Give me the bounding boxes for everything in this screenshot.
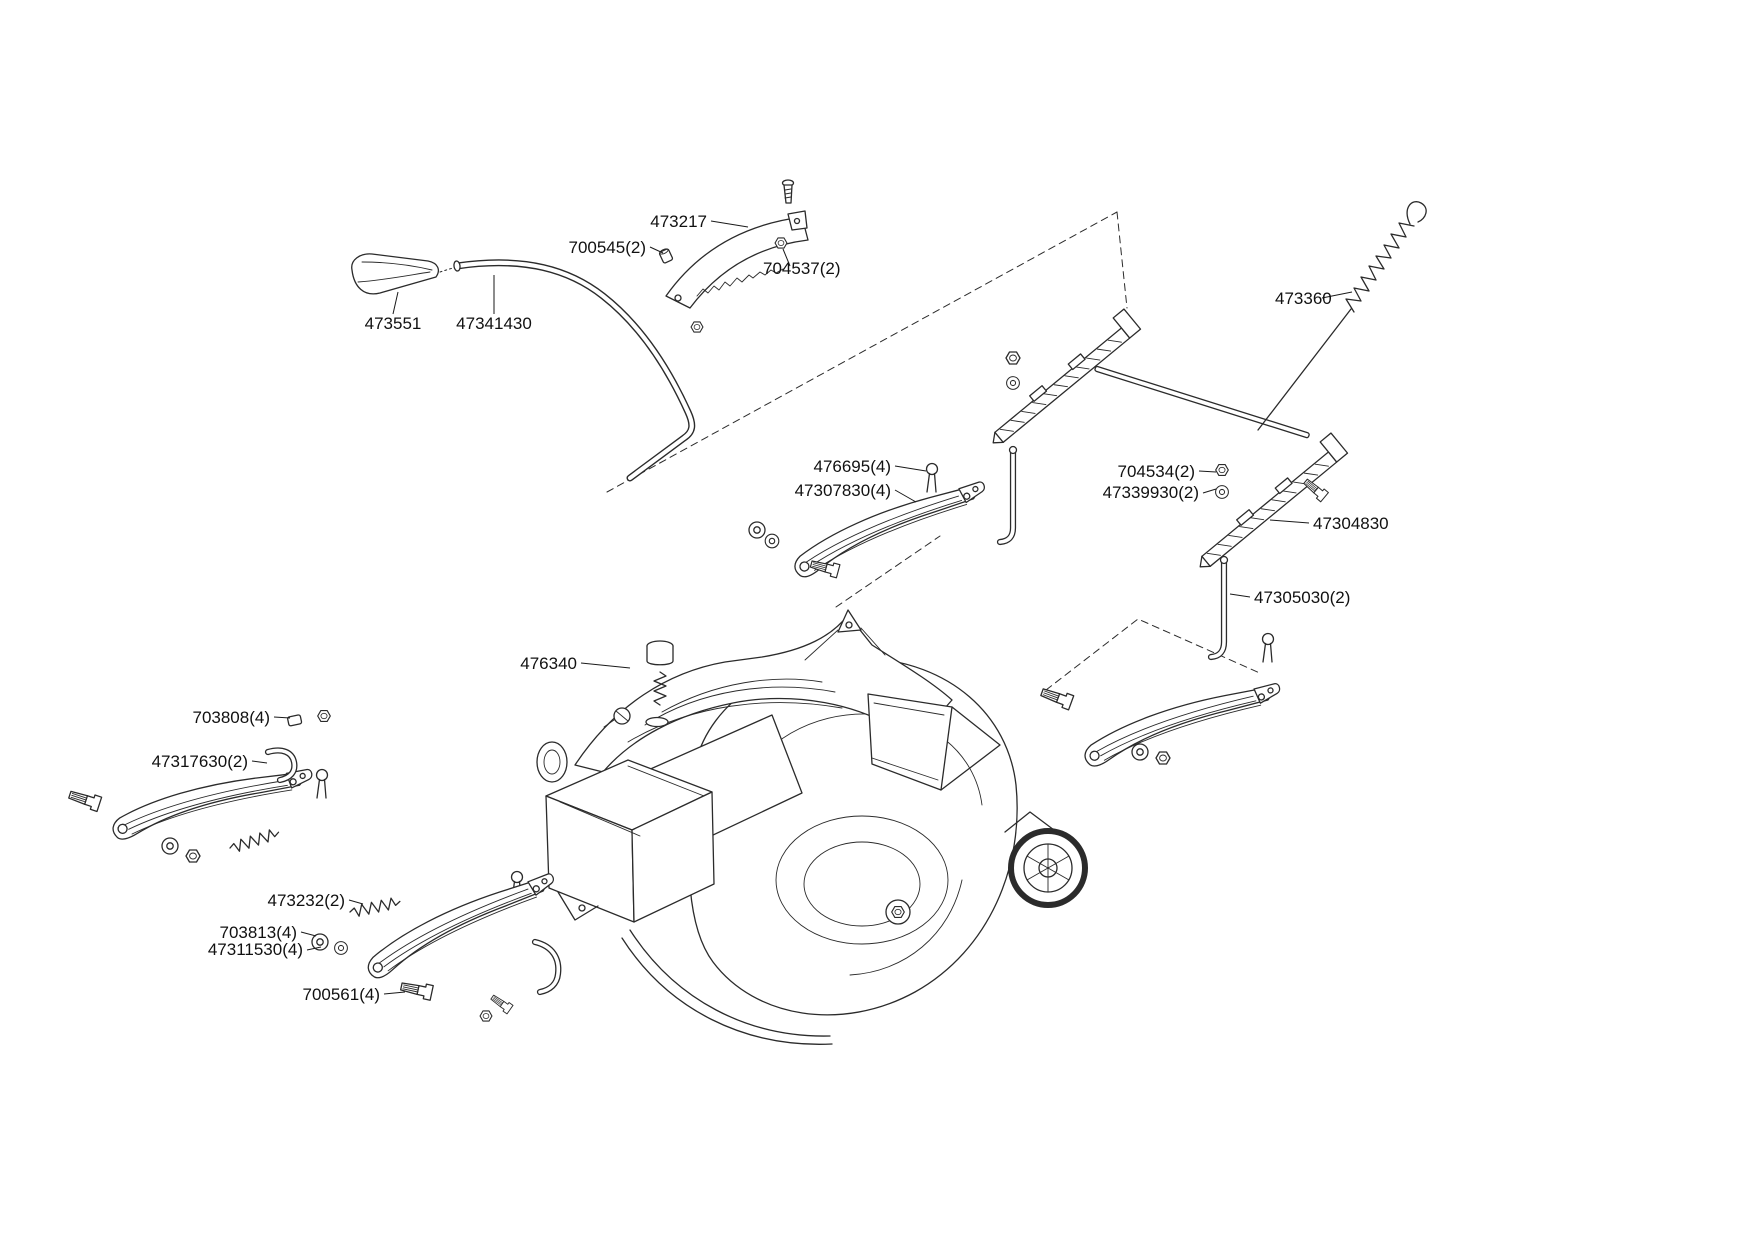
part-label-473217: 473217 xyxy=(650,212,707,231)
screw xyxy=(781,179,795,204)
part-label-704537: 704537(2) xyxy=(763,259,841,278)
bolt xyxy=(1038,684,1075,711)
handle-grip-473551 xyxy=(351,253,457,295)
part-label-473232: 473232(2) xyxy=(267,891,345,910)
washer xyxy=(334,941,348,955)
arm-bottom-47311530 xyxy=(311,872,568,1022)
washer xyxy=(1131,743,1149,761)
fitting-703808 xyxy=(317,710,331,722)
sector-bracket-473217 xyxy=(658,179,809,333)
part-label-47341430: 47341430 xyxy=(456,314,532,333)
nut xyxy=(1005,351,1021,365)
part-label-476695: 476695(4) xyxy=(813,457,891,476)
part-label-47304830: 47304830 xyxy=(1313,514,1389,533)
cotter-pin xyxy=(1261,632,1275,663)
bolt-700561 xyxy=(399,978,434,1001)
spring-473232 xyxy=(348,895,402,919)
lift-rod-lower-47305030 xyxy=(1207,555,1229,661)
part-label-703808: 703808(4) xyxy=(192,708,270,727)
part-label-47305030: 47305030(2) xyxy=(1254,588,1350,607)
part-label-704534: 704534(2) xyxy=(1117,462,1195,481)
nut xyxy=(185,849,201,863)
part-label-473551: 473551 xyxy=(365,314,422,333)
arm-right xyxy=(1038,682,1288,768)
filler-cap xyxy=(645,640,674,728)
cotter-pin-476695 xyxy=(925,462,939,493)
part-label-47317630: 47317630(2) xyxy=(152,752,248,771)
washer-47339930 xyxy=(1215,485,1229,499)
arm-left-47317630 xyxy=(66,710,331,863)
bolt xyxy=(66,786,103,813)
nut xyxy=(479,1010,493,1022)
bolt xyxy=(488,992,514,1015)
washer xyxy=(161,837,179,855)
spring xyxy=(227,826,282,855)
lift-rod-upper-47305030 xyxy=(996,445,1018,546)
part-label-703813: 703813(4) xyxy=(219,923,297,942)
part-labels: 473217 700545(2) 704537(2) 473551 473414… xyxy=(152,212,1389,1004)
nut-704534 xyxy=(1215,464,1229,476)
mower-deck-476340 xyxy=(536,609,1088,1045)
cap xyxy=(603,707,631,728)
nut-704537 xyxy=(774,237,788,249)
rail-lower-47304830 xyxy=(1186,432,1349,573)
tie-bar xyxy=(1094,365,1310,439)
part-label-476340: 476340 xyxy=(520,654,577,673)
wheel xyxy=(1004,811,1088,908)
handle-tube-47341430 xyxy=(453,259,696,482)
washer xyxy=(764,533,780,549)
leader-lines xyxy=(251,220,1353,995)
part-label-47339930: 47339930(2) xyxy=(1103,483,1199,502)
spring-473360 xyxy=(1257,201,1427,431)
part-label-47311530: 47311530(4) xyxy=(208,940,303,959)
part-label-700545: 700545(2) xyxy=(568,238,646,257)
nut-bottom xyxy=(690,321,704,333)
part-label-473360: 473360 xyxy=(1275,289,1332,308)
bolt-700545 xyxy=(658,248,674,264)
cotter-pin xyxy=(315,768,329,799)
part-label-700561: 700561(4) xyxy=(302,985,380,1004)
nut xyxy=(1155,751,1171,765)
washer xyxy=(1006,376,1020,390)
washer xyxy=(748,521,766,539)
part-label-47307830: 47307830(4) xyxy=(795,481,891,500)
